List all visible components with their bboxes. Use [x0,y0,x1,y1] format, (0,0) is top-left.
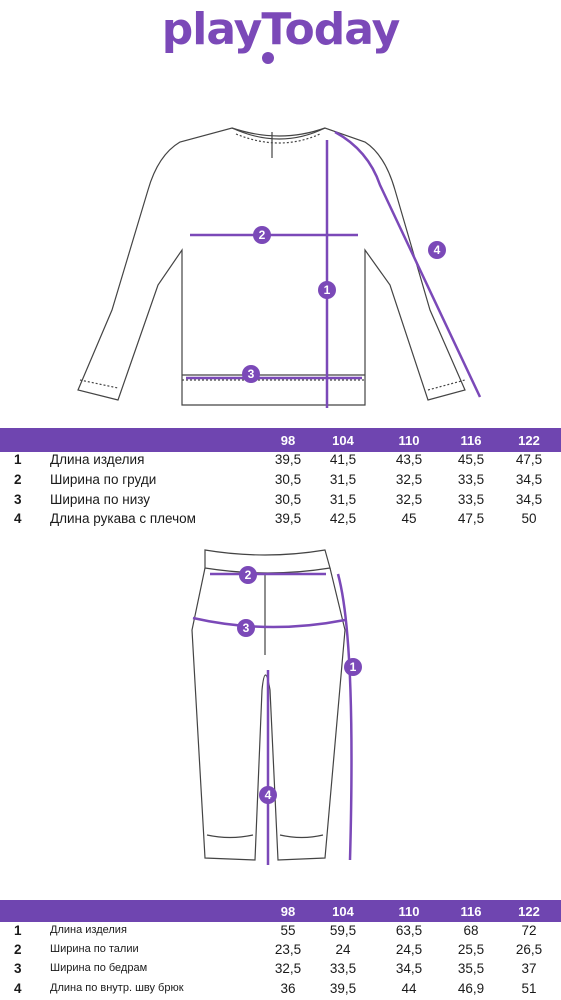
size-122: 122 [518,432,540,448]
svg-text:1: 1 [324,283,331,297]
size-104: 104 [332,432,354,448]
logo-text: playToday [161,4,401,55]
svg-text:4: 4 [265,788,272,802]
size-116: 116 [460,903,482,919]
marker-1: 1 [318,281,336,299]
table-row: 4 Длина рукава с плечом 39,5 42,5 45 47,… [14,510,537,526]
size-98: 98 [280,432,296,448]
logo-dot [262,52,274,64]
marker-3: 3 [242,365,260,383]
svg-text:2: 2 [259,228,266,242]
marker-2: 2 [239,566,257,584]
marker-1: 1 [344,658,362,676]
svg-text:4: 4 [434,243,441,257]
size-122: 122 [518,903,540,919]
table-row: 3 Ширина по низу 30,5 31,5 32,5 33,5 34,… [14,491,543,507]
marker-3: 3 [237,619,255,637]
svg-text:3: 3 [243,621,250,635]
size-110: 110 [398,903,420,919]
table-row: 2 Ширина по груди 30,5 31,5 32,5 33,5 34… [14,471,543,487]
table-row: 4 Длина по внутр. шву брюк 36 39,5 44 46… [14,980,537,996]
marker-2: 2 [253,226,271,244]
table-row: 3 Ширина по бедрам 32,5 33,5 34,5 35,5 3… [14,960,537,976]
marker-4: 4 [428,241,446,259]
table-row: 2 Ширина по талии 23,5 24 24,5 25,5 26,5 [14,941,543,957]
table-row: 1 Длина изделия 55 59,5 63,5 68 72 [14,922,537,938]
svg-text:3: 3 [248,367,255,381]
top-size-header: 98 104 110 116 122 [0,428,561,452]
size-116: 116 [460,432,482,448]
svg-text:2: 2 [245,568,252,582]
svg-text:1: 1 [350,660,357,674]
marker-4: 4 [259,786,277,804]
brand-logo: playToday [0,2,561,58]
sweater-drawing: 2 1 3 4 [77,127,482,408]
size-104: 104 [332,903,354,919]
size-98: 98 [280,903,296,919]
size-110: 110 [398,432,420,448]
pants-drawing: 2 3 1 4 [191,549,362,865]
table-row: 1 Длина изделия 39,5 41,5 43,5 45,5 47,5 [14,451,543,467]
bottom-size-header: 98 104 110 116 122 [0,900,561,922]
